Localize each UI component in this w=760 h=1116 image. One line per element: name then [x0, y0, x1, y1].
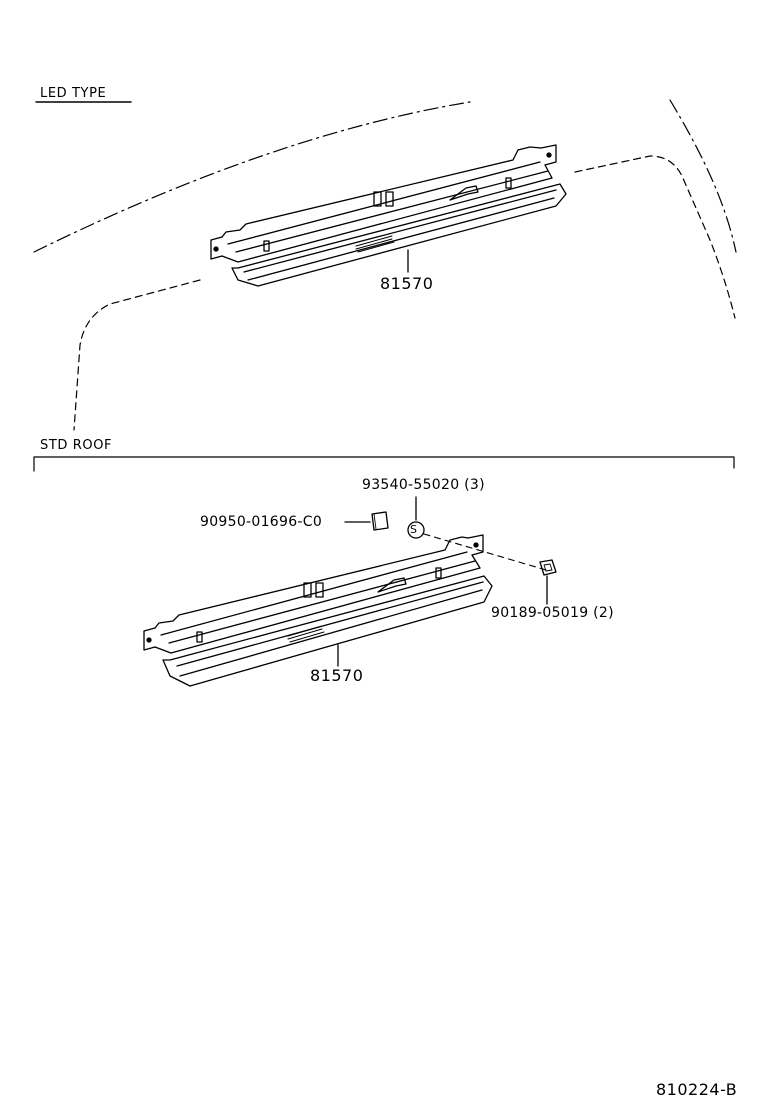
std-stop-lamp [143, 534, 493, 687]
roof-outline-line [33, 101, 471, 253]
nut-callout: 90189-05019 (2) [491, 605, 614, 621]
led-stop-lamp [210, 144, 567, 287]
cushion-callout: 90950-01696-C0 [200, 514, 323, 530]
led-section-title: LED TYPE [40, 86, 107, 101]
std-section-bracket [33, 456, 735, 472]
washer-part [407, 496, 547, 571]
window-opening-left [73, 279, 201, 431]
std-part-number: 81570 [310, 666, 364, 685]
pillar-outline-line [669, 99, 737, 253]
led-part-number: 81570 [380, 274, 434, 293]
nut-part [539, 559, 557, 605]
figure-id: 810224-B [656, 1080, 738, 1099]
washer-circle [407, 521, 425, 539]
window-opening-right [574, 155, 736, 319]
washer-callout: 93540-55020 (3) [362, 477, 485, 493]
washer-symbol: S [410, 523, 418, 536]
led-section-graphics [33, 99, 737, 431]
std-section-title: STD ROOF [40, 438, 113, 453]
std-section-graphics [33, 456, 735, 687]
cushion-part [344, 511, 389, 531]
